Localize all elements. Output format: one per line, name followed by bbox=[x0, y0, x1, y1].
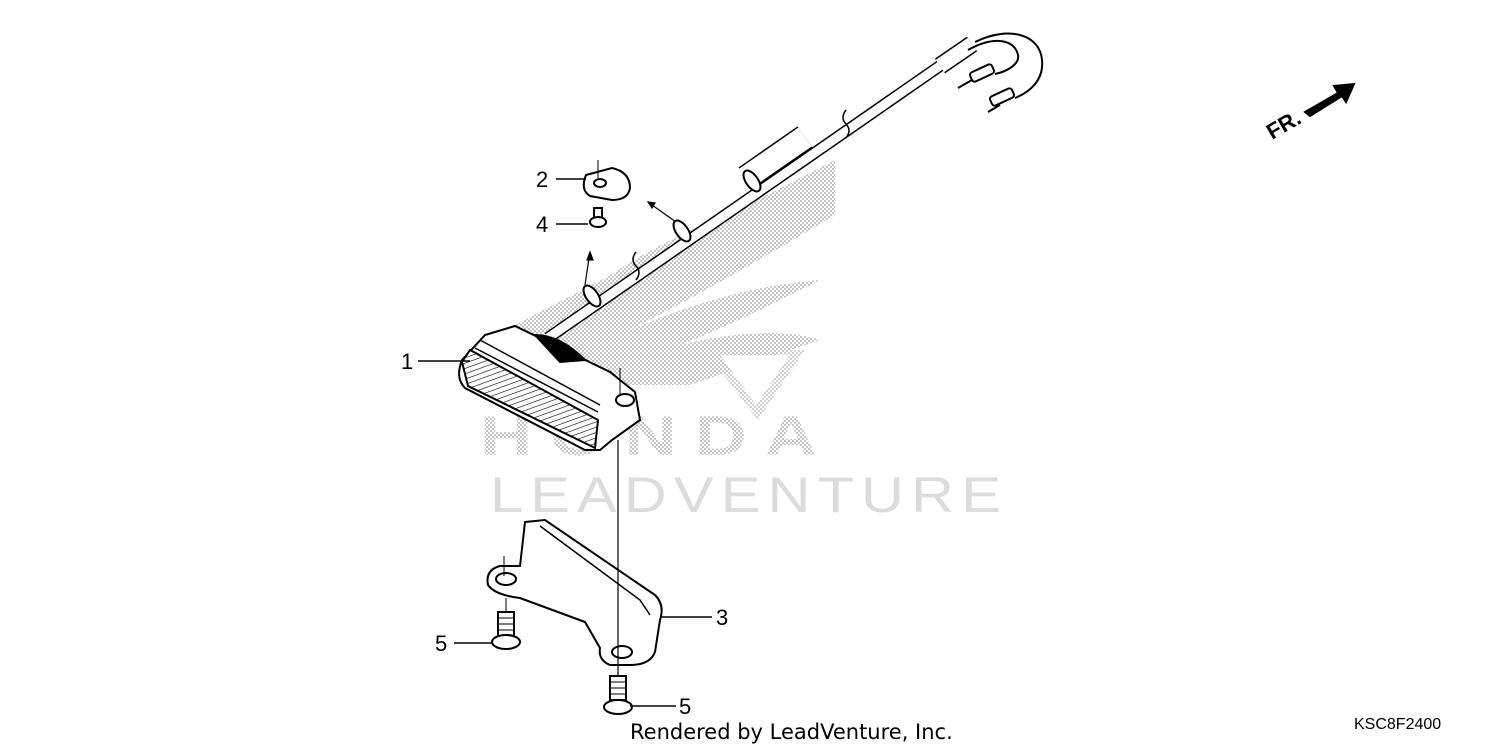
cable-sleeve-end bbox=[934, 36, 978, 74]
bracket-screw-b bbox=[603, 675, 633, 715]
leader-lines bbox=[418, 178, 712, 707]
small-screw bbox=[589, 207, 607, 228]
cable-sleeve bbox=[738, 126, 813, 193]
arrow-right-icon bbox=[1303, 82, 1356, 118]
callout-2: 2 bbox=[536, 167, 548, 192]
wire-harness bbox=[544, 32, 1044, 343]
bracket-screw-a bbox=[491, 598, 521, 650]
diagram-code: KSC8F2400 bbox=[1354, 716, 1441, 733]
callout-5a: 5 bbox=[435, 631, 447, 656]
assembly-arrows bbox=[584, 201, 677, 286]
direction-label: FR. bbox=[1262, 105, 1305, 144]
callout-1: 1 bbox=[401, 349, 413, 374]
wire-connector-bullet bbox=[957, 63, 1016, 113]
callout-4: 4 bbox=[536, 212, 548, 237]
tail-light-unit bbox=[458, 324, 642, 451]
callout-5b: 5 bbox=[679, 694, 691, 719]
front-direction-indicator: FR. bbox=[1262, 82, 1356, 144]
leadventure-watermark: LEADVENTURE bbox=[490, 467, 1008, 523]
render-credit: Rendered by LeadVenture, Inc. bbox=[630, 720, 953, 744]
cable-clamp bbox=[582, 160, 632, 202]
callout-3: 3 bbox=[716, 605, 728, 630]
